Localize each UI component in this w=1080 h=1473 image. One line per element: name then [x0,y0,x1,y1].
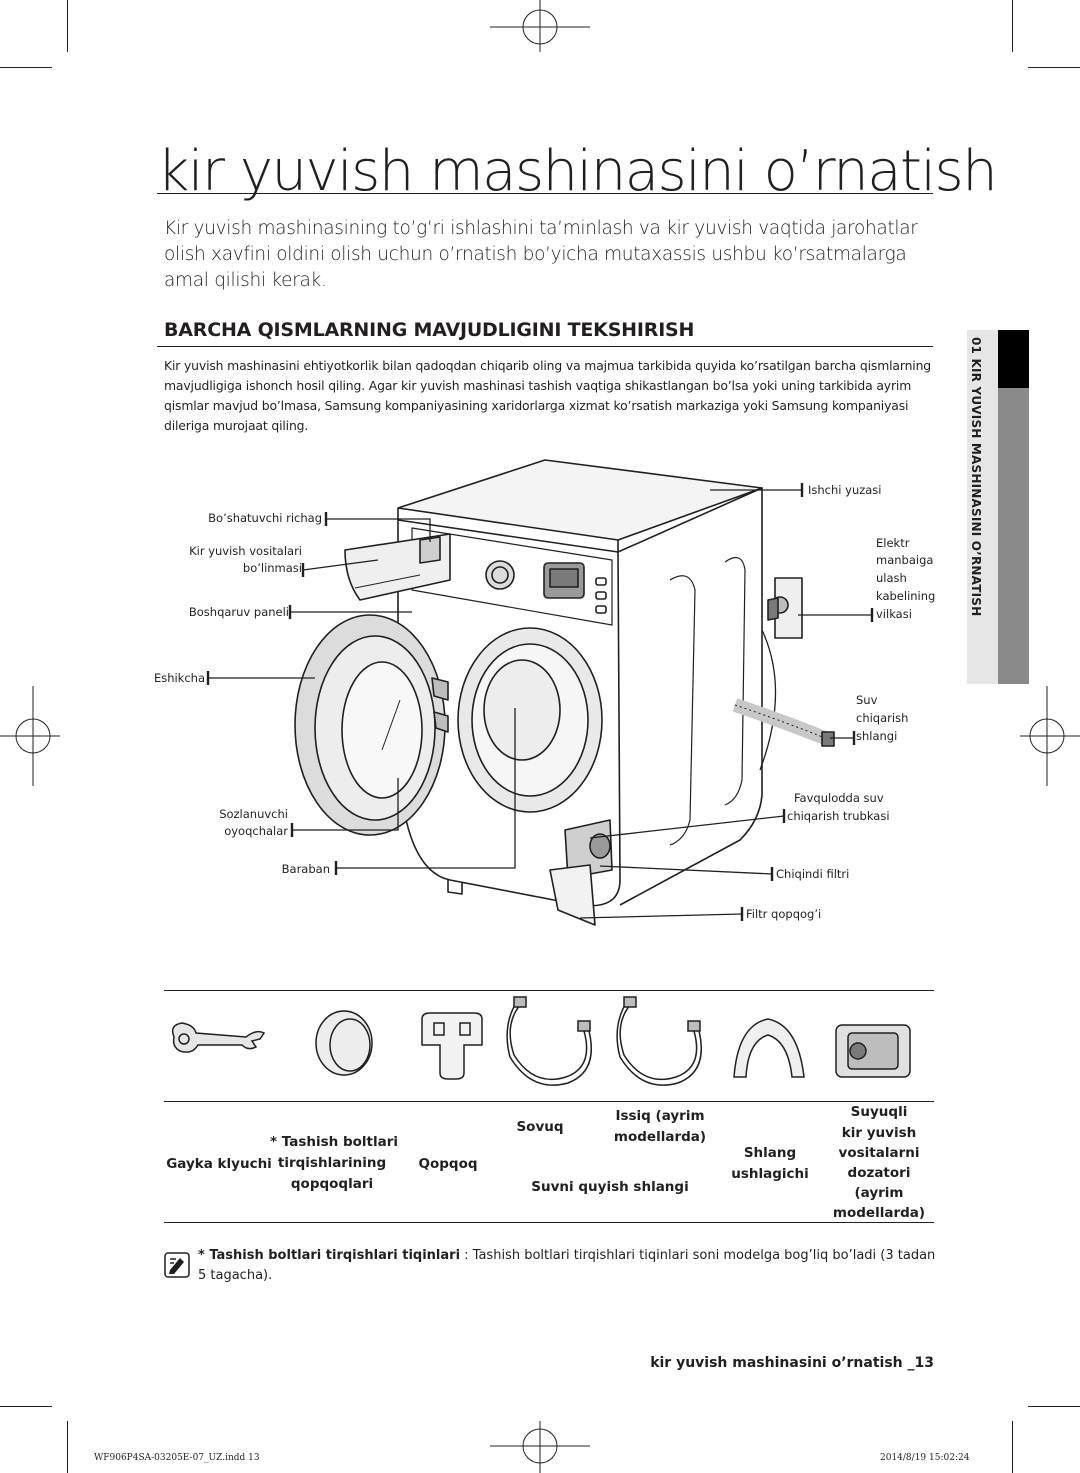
note-icon [164,1252,190,1278]
label-plug-line3: ulash [876,571,907,585]
label-plug-line5: vilkasi [876,607,912,621]
label-detergent-drawer-line2: bo’linmasi [242,561,302,575]
section-paragraph: Kir yuvish mashinasini ehtiyotkorlik bil… [164,358,931,433]
label-detergent-drawer-line1: Kir yuvish vositalari [189,544,302,558]
accessories-top-rule [164,990,934,991]
side-tab-marker [998,330,1029,388]
acc-hose-holder-line1: Shlang [743,1145,797,1161]
label-control-panel: Boshqaruv paneli [188,605,289,619]
acc-liquid-line6: modellarda) [832,1205,926,1221]
section-rule [157,346,933,347]
side-tab-label: 01 KIR YUVISH MASHINASINI O’RNATISH [969,337,983,617]
acc-spanner: Gayka klyuchi [166,1156,272,1172]
acc-liquid-line2: kir yuvish [841,1125,917,1141]
label-plug-line2: manbaiga [876,553,934,567]
acc-liquid-line1: Suyuqli [850,1104,908,1120]
acc-cover: Qopqoq [418,1156,478,1172]
page-title: kir yuvish mashinasini o’rnatish [157,139,998,204]
label-door: Eshikcha [153,671,205,685]
note-body: : Tashish boltlari tirqishlari tiqinlari… [198,1248,936,1283]
page-footer: kir yuvish mashinasini o’rnatish _13 [650,1355,934,1371]
label-emergency-drain-line2: chiqarish trubkasi [787,809,890,823]
label-filter-cover: Filtr qopqog’i [746,907,822,921]
print-file-slug: WF906P4SA-03205E-07_UZ.indd 13 [94,1453,260,1463]
acc-hose-holder-line2: ushlagichi [731,1166,809,1182]
acc-hot-hose-line2: modellarda) [613,1129,707,1145]
label-release-lever: Bo’shatuvchi richag [208,511,322,525]
label-feet-line1: Sozlanuvchi [219,807,288,821]
print-timestamp: 2014/8/19 15:02:24 [880,1453,970,1463]
acc-liquid-line3: vositalarni [838,1145,920,1161]
side-tab-bar [998,388,1029,684]
washing-machine-illustration [206,459,874,926]
acc-water-supply-hoses: Suvni quyish shlangi [531,1179,689,1195]
accessories-illustration [171,996,911,1086]
intro-paragraph: Kir yuvish mashinasining to’g’ri ishlash… [164,218,918,291]
title-rule [157,193,933,194]
note-bold: * Tashish boltlari tirqishlari tiqinlari [198,1248,461,1263]
acc-caps-line1: * Tashish boltlari [270,1134,398,1150]
label-feet-line2: oyoqchalar [224,824,288,838]
acc-liquid-line5: (ayrim [854,1185,904,1201]
label-plug-line4: kabelining [876,589,936,603]
label-worktop: Ishchi yuzasi [808,483,882,497]
label-drain-hose-line2: chiqarish [856,711,909,725]
section-heading: BARCHA QISMLARNING MAVJUDLIGINI TEKSHIRI… [164,319,695,341]
label-drum: Baraban [281,862,330,876]
acc-hot-hose-line1: Issiq (ayrim [615,1108,705,1124]
label-drain-hose-line1: Suv [856,693,878,707]
label-emergency-drain-line1: Favqulodda suv [794,791,884,805]
acc-cold-hose: Sovuq [516,1119,564,1135]
accessories-mid-rule [164,1101,934,1102]
note-text: * Tashish boltlari tirqishlari tiqinlari… [198,1246,940,1286]
label-plug-line1: Elektr [876,536,910,550]
acc-liquid-line4: dozatori [847,1165,911,1181]
label-debris-filter: Chiqindi filtri [776,867,850,881]
side-tab-background [967,330,998,684]
accessories-bottom-rule [164,1222,934,1223]
acc-caps-line2: tirqishlarining [277,1155,387,1171]
acc-caps-line3: qopqoqlari [290,1176,374,1192]
label-drain-hose-line3: shlangi [856,729,898,743]
